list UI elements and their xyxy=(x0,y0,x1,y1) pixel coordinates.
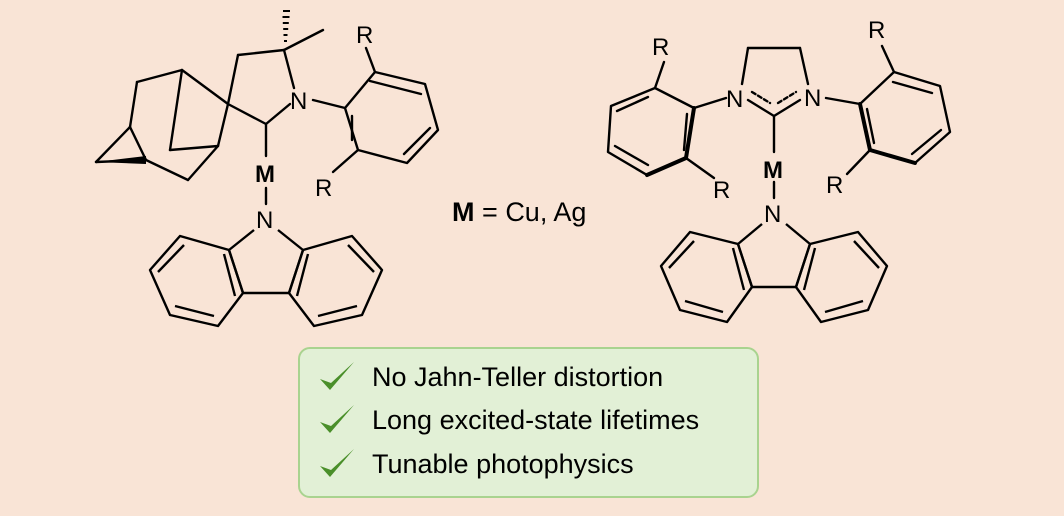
metal-symbol: M xyxy=(452,197,475,227)
metal-definition: M = Cu, Ag xyxy=(452,197,586,228)
left-pyrrolidine-n: N xyxy=(290,88,307,115)
feature-item: No Jahn-Teller distortion xyxy=(300,357,663,397)
left-carbazole-n: N xyxy=(256,207,273,234)
check-icon xyxy=(320,362,354,390)
feature-item: Tunable photophysics xyxy=(300,444,634,484)
nhc-ligand xyxy=(606,44,952,200)
right-nitrogen-left: N xyxy=(726,86,743,113)
right-nitrogen-right: N xyxy=(804,85,821,112)
equals-sign: = xyxy=(482,197,498,227)
feature-text: Long excited-state lifetimes xyxy=(372,404,700,435)
right-r-top-left: R xyxy=(652,34,669,61)
left-metal-m: M xyxy=(255,161,275,188)
check-icon xyxy=(320,449,354,477)
features-box: No Jahn-Teller distortion Long excited-s… xyxy=(298,347,759,498)
right-r-bottom-left: R xyxy=(713,177,730,204)
right-r-bottom-right: R xyxy=(826,172,843,199)
left-r-bottom: R xyxy=(315,175,332,202)
right-carbazole-n: N xyxy=(764,201,781,228)
right-r-top-right: R xyxy=(868,17,885,44)
feature-text: No Jahn-Teller distortion xyxy=(372,361,664,392)
metal-values: Cu, Ag xyxy=(505,197,587,227)
left-carbazole xyxy=(148,229,384,328)
feature-text: Tunable photophysics xyxy=(372,448,634,479)
wedge-bond xyxy=(96,156,146,164)
bold-bonds xyxy=(645,102,917,177)
feature-item: Long excited-state lifetimes xyxy=(300,400,699,440)
right-metal-m: M xyxy=(763,157,783,184)
check-icon xyxy=(320,405,354,433)
right-carbazole xyxy=(659,223,889,324)
left-r-top: R xyxy=(356,22,373,49)
hashed-wedge-bond xyxy=(282,10,290,42)
